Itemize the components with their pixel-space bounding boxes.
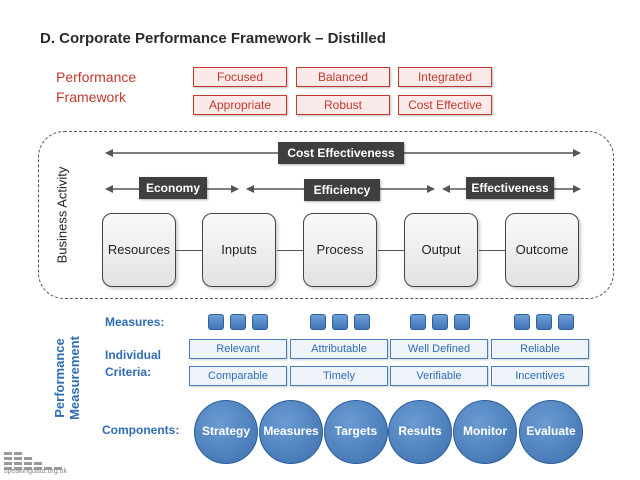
logo-text: speakingdata.org.uk (4, 468, 68, 475)
efficiency-label: Efficiency (304, 179, 380, 201)
effectiveness-label: Effectiveness (466, 177, 554, 199)
measure-square (332, 314, 348, 330)
performance-measurement-label-line2: Measurement (67, 336, 82, 420)
criteria-reliable: Reliable (491, 339, 589, 359)
stage-inputs: Inputs (202, 213, 276, 287)
business-activity-frame (38, 131, 614, 299)
page-title: D. Corporate Performance Framework – Dis… (40, 30, 386, 47)
measure-square (514, 314, 530, 330)
measure-square (230, 314, 246, 330)
measure-square (454, 314, 470, 330)
performance-framework-label-line1: Performance (56, 69, 137, 85)
criteria-label-line1: Individual (105, 348, 162, 362)
measure-square (558, 314, 574, 330)
measure-square (252, 314, 268, 330)
component-monitor: Monitor (453, 400, 517, 464)
speakingdata-logo-icon (4, 452, 62, 470)
framework-box-balanced: Balanced (296, 67, 390, 87)
connector-4 (479, 250, 505, 251)
component-evaluate: Evaluate (519, 400, 583, 464)
measure-square (310, 314, 326, 330)
stage-process: Process (303, 213, 377, 287)
economy-label: Economy (139, 177, 207, 199)
criteria-verifiable: Verifiable (390, 366, 488, 386)
measure-square (536, 314, 552, 330)
performance-measurement-label-line1: Performance (52, 338, 67, 418)
business-activity-label: Business Activity (54, 166, 70, 264)
framework-box-cost-effective: Cost Effective (398, 95, 492, 115)
framework-box-focused: Focused (193, 67, 287, 87)
criteria-timely: Timely (290, 366, 388, 386)
measure-square (410, 314, 426, 330)
connector-3 (378, 250, 404, 251)
component-targets: Targets (324, 400, 388, 464)
connector-2 (277, 250, 303, 251)
performance-framework-label-line2: Framework (56, 89, 127, 105)
component-results: Results (388, 400, 452, 464)
component-strategy: Strategy (194, 400, 258, 464)
measures-label: Measures: (105, 315, 165, 329)
criteria-relevant: Relevant (189, 339, 287, 359)
criteria-attributable: Attributable (290, 339, 388, 359)
criteria-incentives: Incentives (491, 366, 589, 386)
components-label: Components: (102, 423, 180, 437)
criteria-label-line2: Criteria: (105, 365, 152, 379)
criteria-comparable: Comparable (189, 366, 287, 386)
criteria-well-defined: Well Defined (390, 339, 488, 359)
performance-measurement-label: Performance Measurement (52, 336, 82, 420)
stage-resources: Resources (102, 213, 176, 287)
cost-effectiveness-label: Cost Effectiveness (278, 142, 404, 164)
stage-outcome: Outcome (505, 213, 579, 287)
criteria-label: Individual Criteria: (105, 347, 161, 381)
framework-box-appropriate: Appropriate (193, 95, 287, 115)
measure-square (208, 314, 224, 330)
stage-output: Output (404, 213, 478, 287)
measure-square (354, 314, 370, 330)
measure-square (432, 314, 448, 330)
framework-box-integrated: Integrated (398, 67, 492, 87)
performance-framework-label: Performance Framework (56, 67, 136, 107)
component-measures: Measures (259, 400, 323, 464)
connector-1 (176, 250, 202, 251)
framework-box-robust: Robust (296, 95, 390, 115)
